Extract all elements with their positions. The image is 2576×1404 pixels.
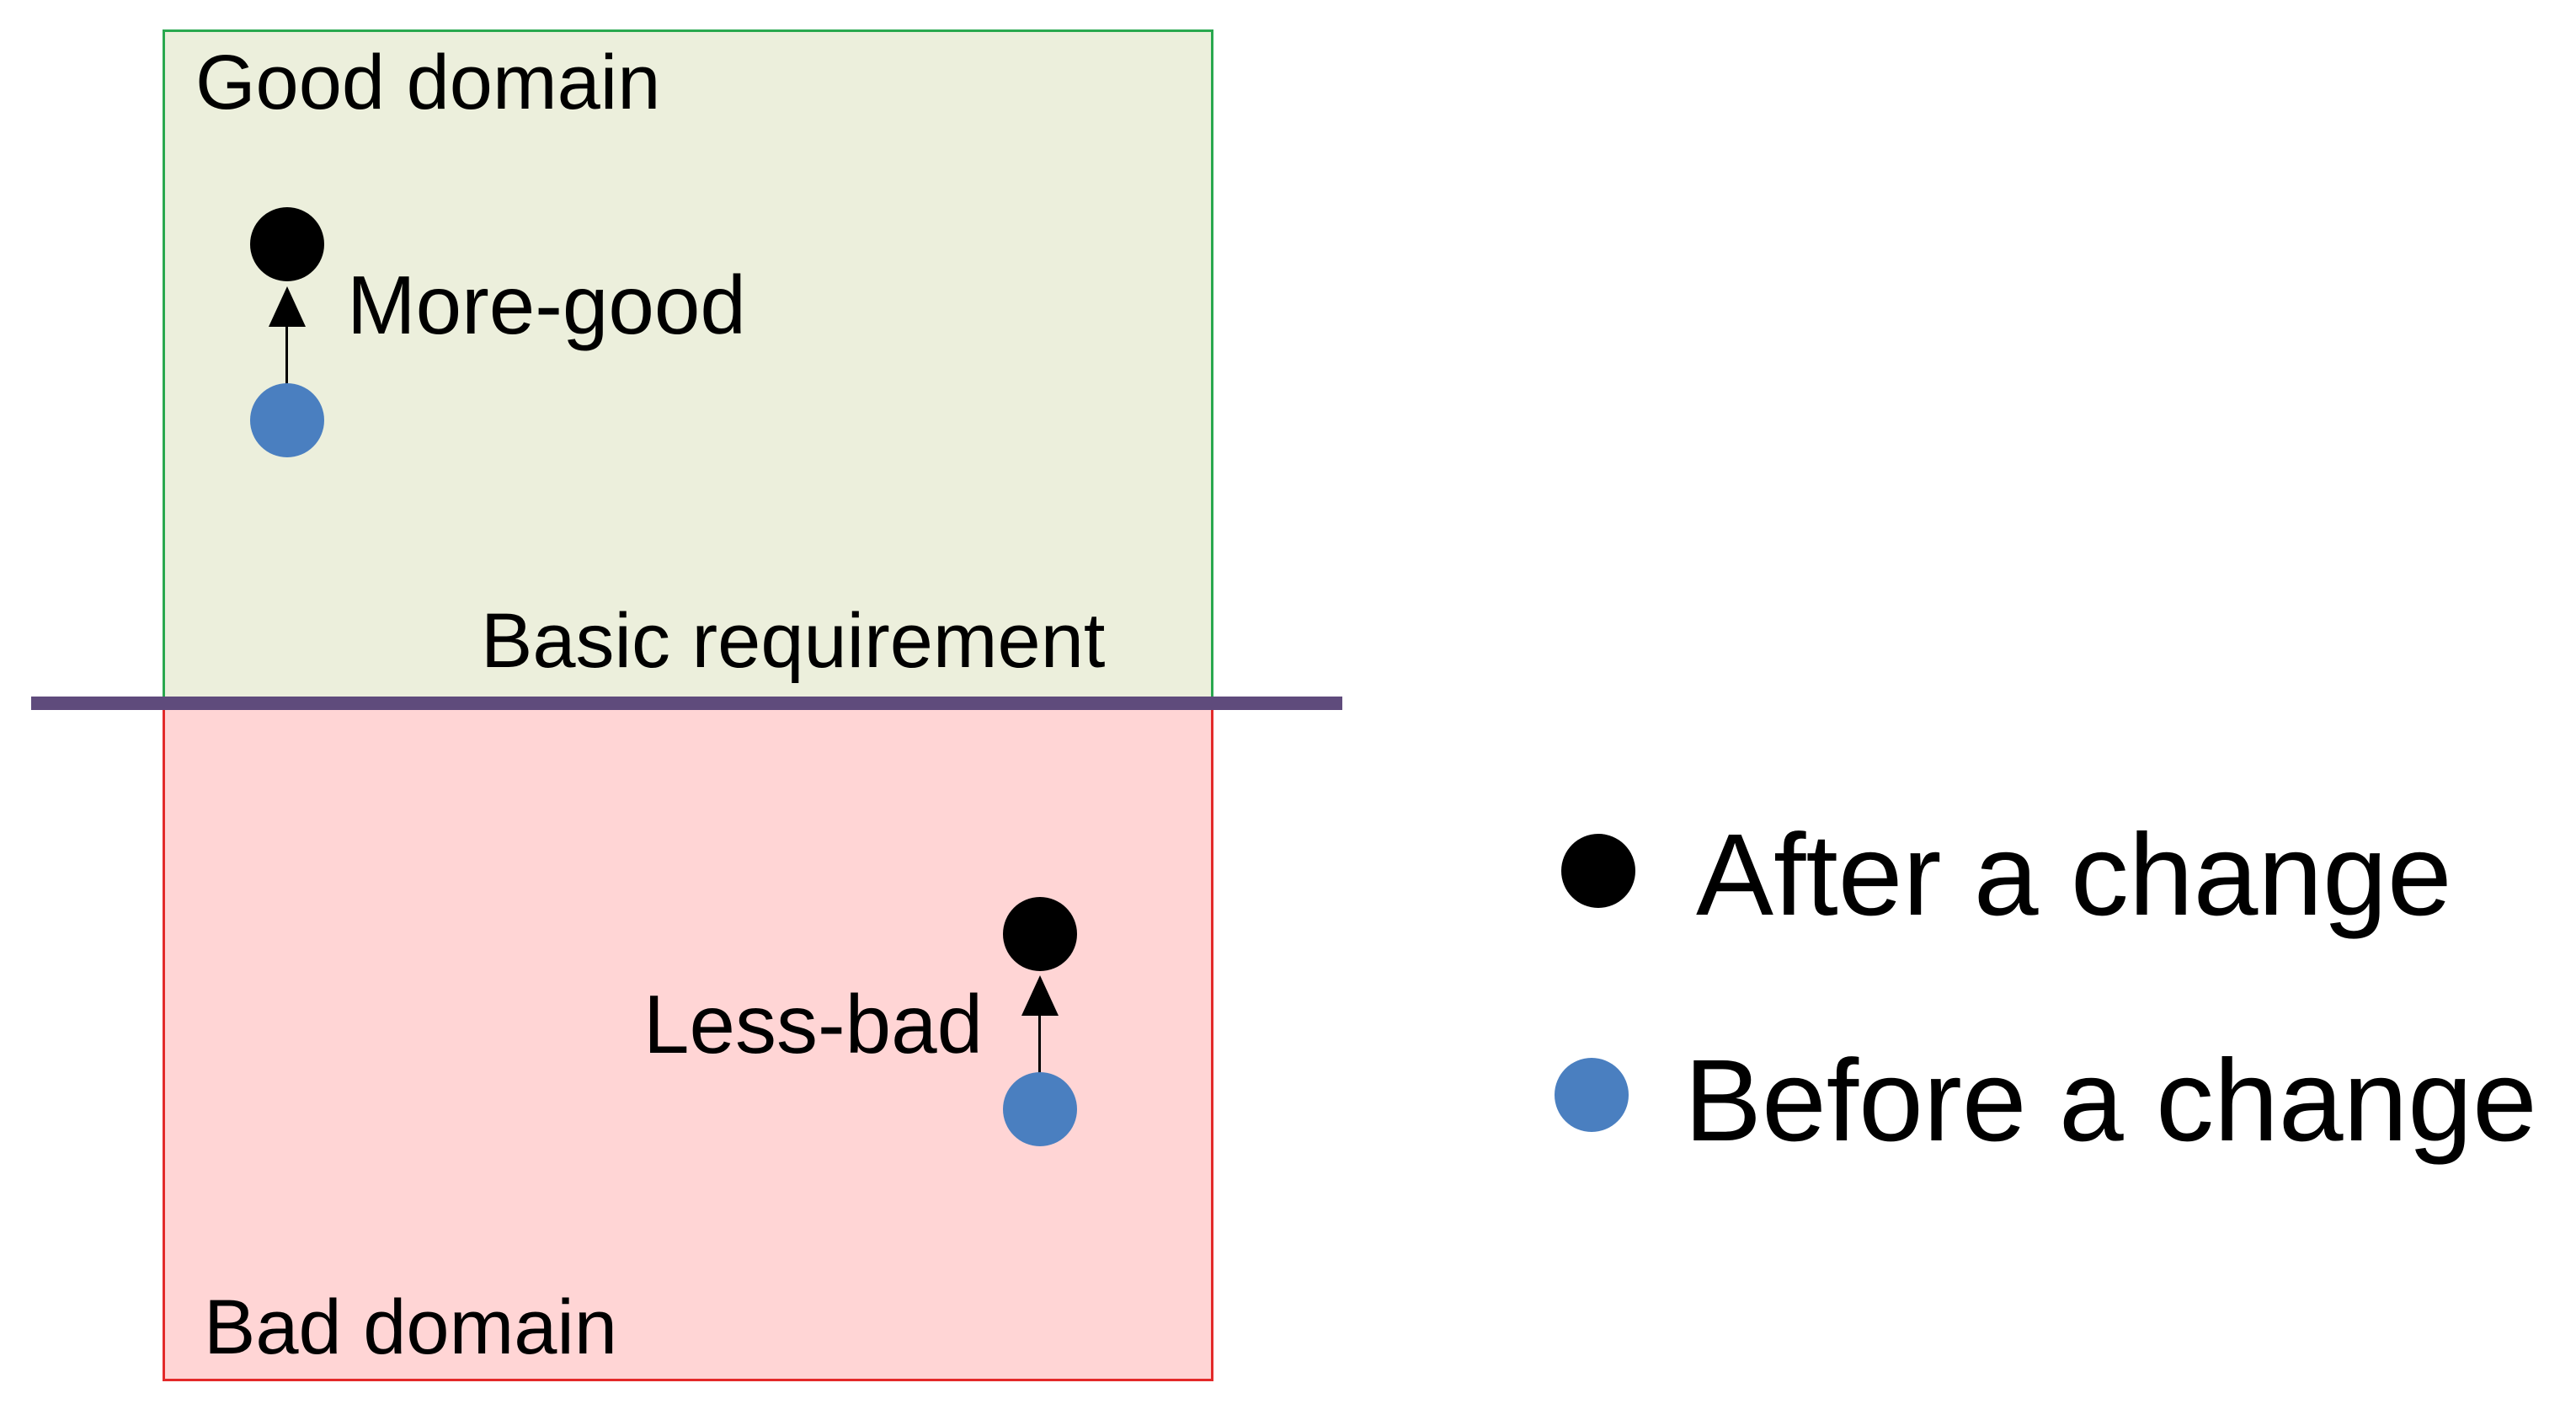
basic-requirement-label: Basic requirement — [481, 598, 1106, 684]
legend-before-dot — [1555, 1058, 1629, 1132]
bad-arrow-shaft — [1038, 1014, 1041, 1075]
good-arrow-head — [269, 286, 306, 327]
legend-before-label: Before a change — [1684, 1036, 2537, 1166]
bad-after-dot — [1003, 897, 1077, 971]
bad-arrow-head — [1021, 975, 1059, 1016]
good-arrow-shaft — [285, 325, 288, 386]
basic-requirement-line — [31, 697, 1342, 710]
more-good-label: More-good — [347, 259, 746, 351]
legend-after-dot — [1561, 834, 1635, 908]
bad-before-dot — [1003, 1072, 1077, 1146]
good-before-dot — [250, 383, 324, 457]
less-bad-label: Less-bad — [643, 978, 984, 1070]
good-after-dot — [250, 207, 324, 281]
bad-domain-label: Bad domain — [204, 1284, 617, 1370]
legend-after-label: After a change — [1696, 810, 2452, 940]
good-domain-region — [163, 29, 1213, 703]
good-domain-label: Good domain — [195, 40, 661, 125]
